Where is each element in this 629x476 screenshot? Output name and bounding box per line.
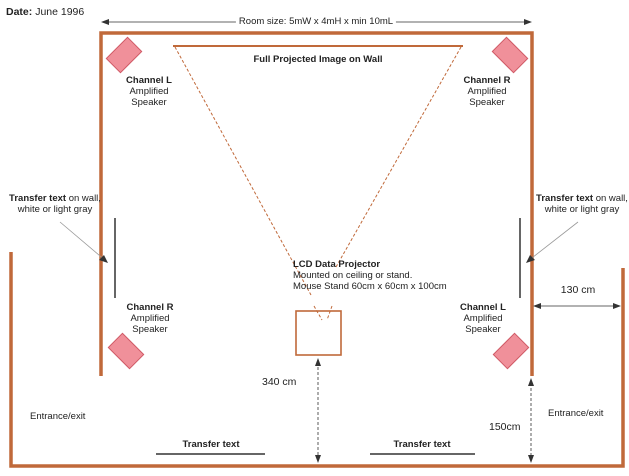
wall-transfer-left-bold: Transfer text — [9, 193, 67, 204]
arrowhead-right-panel — [526, 255, 535, 263]
inner-room-wall — [99, 31, 534, 376]
room-size-arrowhead-right — [524, 19, 532, 25]
dimension-340-label: 340 cm — [262, 376, 297, 388]
wall-transfer-right-bold: Transfer text — [536, 193, 594, 204]
projector-line2: Mouse Stand 60cm x 60cm x 100cm — [293, 281, 447, 292]
width-130-arrowhead-right — [613, 303, 621, 309]
speaker-bottom-left-label: Channel R Amplified Speaker — [127, 302, 174, 335]
date-line: Date: June 1996 — [6, 7, 84, 18]
floor-transfer-left-label: Transfer text — [182, 439, 240, 450]
speaker-bottom-left-line2: Speaker — [132, 324, 168, 335]
projector-title: LCD Data Projector — [293, 259, 381, 270]
projection-beam — [174, 46, 462, 321]
projector-box — [295, 310, 342, 356]
projector-label: LCD Data Projector Mounted on ceiling or… — [293, 259, 447, 292]
speaker-top-right-line2: Speaker — [469, 97, 505, 108]
speaker-top-left-line2: Speaker — [131, 97, 167, 108]
speaker-top-left-label: Channel L Amplified Speaker — [126, 75, 172, 108]
distance-150-arrowhead-bottom — [528, 455, 534, 463]
pointer-lines — [59, 221, 579, 262]
floor-transfer-right-label: Transfer text — [393, 439, 451, 450]
entrance-right-label: Entrance/exit — [548, 408, 604, 419]
speaker-bottom-right-label: Channel L Amplified Speaker — [460, 302, 506, 335]
speaker-bottom-left-channel: Channel R — [126, 302, 174, 313]
entrance-left-label: Entrance/exit — [30, 411, 86, 422]
room-walls — [9, 31, 625, 468]
speaker-bottom-left — [107, 332, 145, 370]
wall-transfer-left-rest: on wall, — [66, 193, 101, 204]
speaker-top-left-channel: Channel L — [126, 75, 172, 86]
speaker-bottom-right-line2: Speaker — [465, 324, 501, 335]
wall-transfer-right-line2: white or light gray — [544, 204, 620, 215]
speaker-top-right-label: Channel R Amplified Speaker — [464, 75, 511, 108]
wall-transfer-left-line2: white or light gray — [17, 204, 93, 215]
distance-340-arrowhead-bottom — [315, 455, 321, 463]
speaker-top-left — [105, 36, 143, 74]
speaker-bottom-right-line1: Amplified — [463, 313, 503, 324]
arrowhead-left-panel — [99, 255, 108, 263]
speaker-bottom-right — [492, 332, 530, 370]
speaker-top-right-line1: Amplified — [467, 86, 507, 97]
wall-transfer-left-label: Transfer text on wall, white or light gr… — [9, 193, 101, 215]
projector-line1: Mounted on ceiling or stand. — [293, 270, 413, 281]
wall-transfer-right-label: Transfer text on wall, white or light gr… — [536, 193, 628, 215]
speaker-top-right — [491, 36, 529, 74]
distance-150-arrowhead-top — [528, 378, 534, 386]
speakers — [105, 36, 530, 370]
dimension-130-label: 130 cm — [560, 284, 596, 296]
room-size-arrowhead-left — [101, 19, 109, 25]
wall-transfer-right-rest: on wall, — [593, 193, 628, 204]
distance-340-arrowhead-top — [315, 358, 321, 366]
date-value: June 1996 — [35, 6, 85, 18]
room-size-label: Room size: 5mW x 4mH x min 10mL — [235, 16, 397, 27]
date-label: Date: — [6, 6, 33, 18]
speaker-bottom-left-line1: Amplified — [130, 313, 170, 324]
speaker-top-left-line1: Amplified — [129, 86, 169, 97]
dimension-150-label: 150cm — [489, 421, 521, 433]
outer-room-wall — [9, 252, 625, 468]
projected-image-label: Full Projected Image on Wall — [253, 54, 383, 65]
speaker-bottom-right-channel: Channel L — [460, 302, 506, 313]
width-130-arrowhead-left — [533, 303, 541, 309]
speaker-top-right-channel: Channel R — [463, 75, 511, 86]
